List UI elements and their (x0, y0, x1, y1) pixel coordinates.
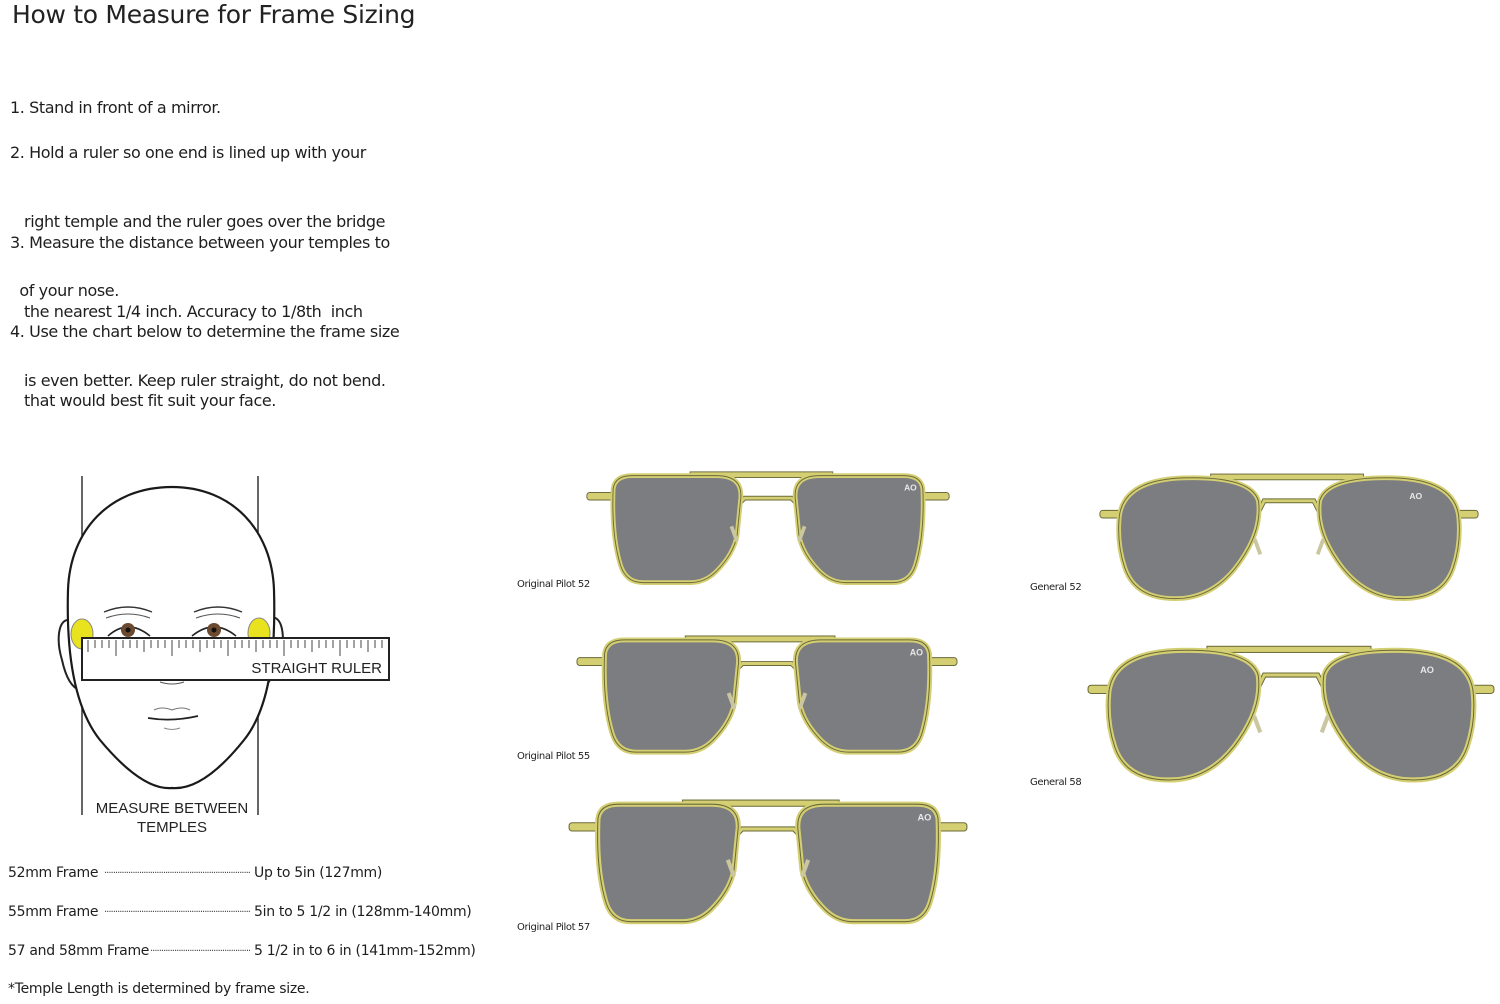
size-row-57-58: 57 and 58mm Frame ......................… (8, 943, 488, 963)
footnote: *Temple Length is determined by frame si… (8, 981, 310, 997)
glasses-label-original-pilot-55: Original Pilot 55 (517, 751, 590, 762)
step-3: 3. Measure the distance between your tem… (10, 185, 390, 415)
size-row-55: 55mm Frame .............................… (8, 904, 488, 924)
glasses-original-pilot-55 (570, 634, 964, 762)
glasses-label-original-pilot-57: Original Pilot 57 (517, 922, 590, 933)
step-4: 4. Use the chart below to determine the … (10, 274, 400, 435)
step-3-line-3: is even better. Keep ruler straight, do … (10, 371, 386, 390)
ruler-ticks (87, 640, 383, 656)
step-3-line-1: 3. Measure the distance between your tem… (10, 233, 390, 252)
step-3-line-2: the nearest 1/4 inch. Accuracy to 1/8th … (10, 302, 363, 321)
ruler-label: STRAIGHT RULER (251, 660, 382, 677)
leader-dots: ........................................… (150, 943, 250, 954)
size-frame: 55mm Frame (8, 904, 99, 920)
size-row-52: 52mm Frame .............................… (8, 865, 488, 885)
glasses-general-58 (1086, 636, 1496, 796)
glasses-original-pilot-52 (578, 470, 958, 592)
measure-label-line-2: TEMPLES (137, 819, 207, 836)
step-4-line-2: that would best fit suit your face. (10, 391, 276, 410)
step-2: 2. Hold a ruler so one end is lined up w… (10, 95, 385, 325)
glasses-label-general-52: General 52 (1030, 582, 1082, 593)
glasses-general-52 (1098, 470, 1480, 608)
face-measurement-diagram: STRAIGHT RULER MEASURE BETWEEN TEMPLES (57, 476, 390, 836)
leader-dots: ........................................… (104, 904, 250, 915)
step-1-line-1: 1. Stand in front of a mirror. (10, 98, 221, 117)
glasses-label-general-58: General 58 (1030, 777, 1082, 788)
size-frame: 57 and 58mm Frame (8, 943, 150, 959)
glasses-original-pilot-57 (566, 798, 970, 932)
glasses-label-original-pilot-52: Original Pilot 52 (517, 579, 590, 590)
measure-label-line-1: MEASURE BETWEEN (96, 800, 249, 817)
step-2-line-3: of your nose. (10, 281, 119, 300)
size-frame: 52mm Frame (8, 865, 99, 881)
page-title: How to Measure for Frame Sizing (12, 0, 416, 29)
size-range: 5 1/2 in to 6 in (141mm-152mm) (254, 943, 476, 959)
step-1: 1. Stand in front of a mirror. (10, 50, 221, 142)
step-4-line-1: 4. Use the chart below to determine the … (10, 322, 400, 341)
step-2-line-2: right temple and the ruler goes over the… (10, 212, 386, 231)
step-2-line-1: 2. Hold a ruler so one end is lined up w… (10, 143, 366, 162)
size-range: 5in to 5 1/2 in (128mm-140mm) (254, 904, 472, 920)
leader-dots: ........................................… (104, 865, 250, 876)
size-range: Up to 5in (127mm) (254, 865, 383, 881)
